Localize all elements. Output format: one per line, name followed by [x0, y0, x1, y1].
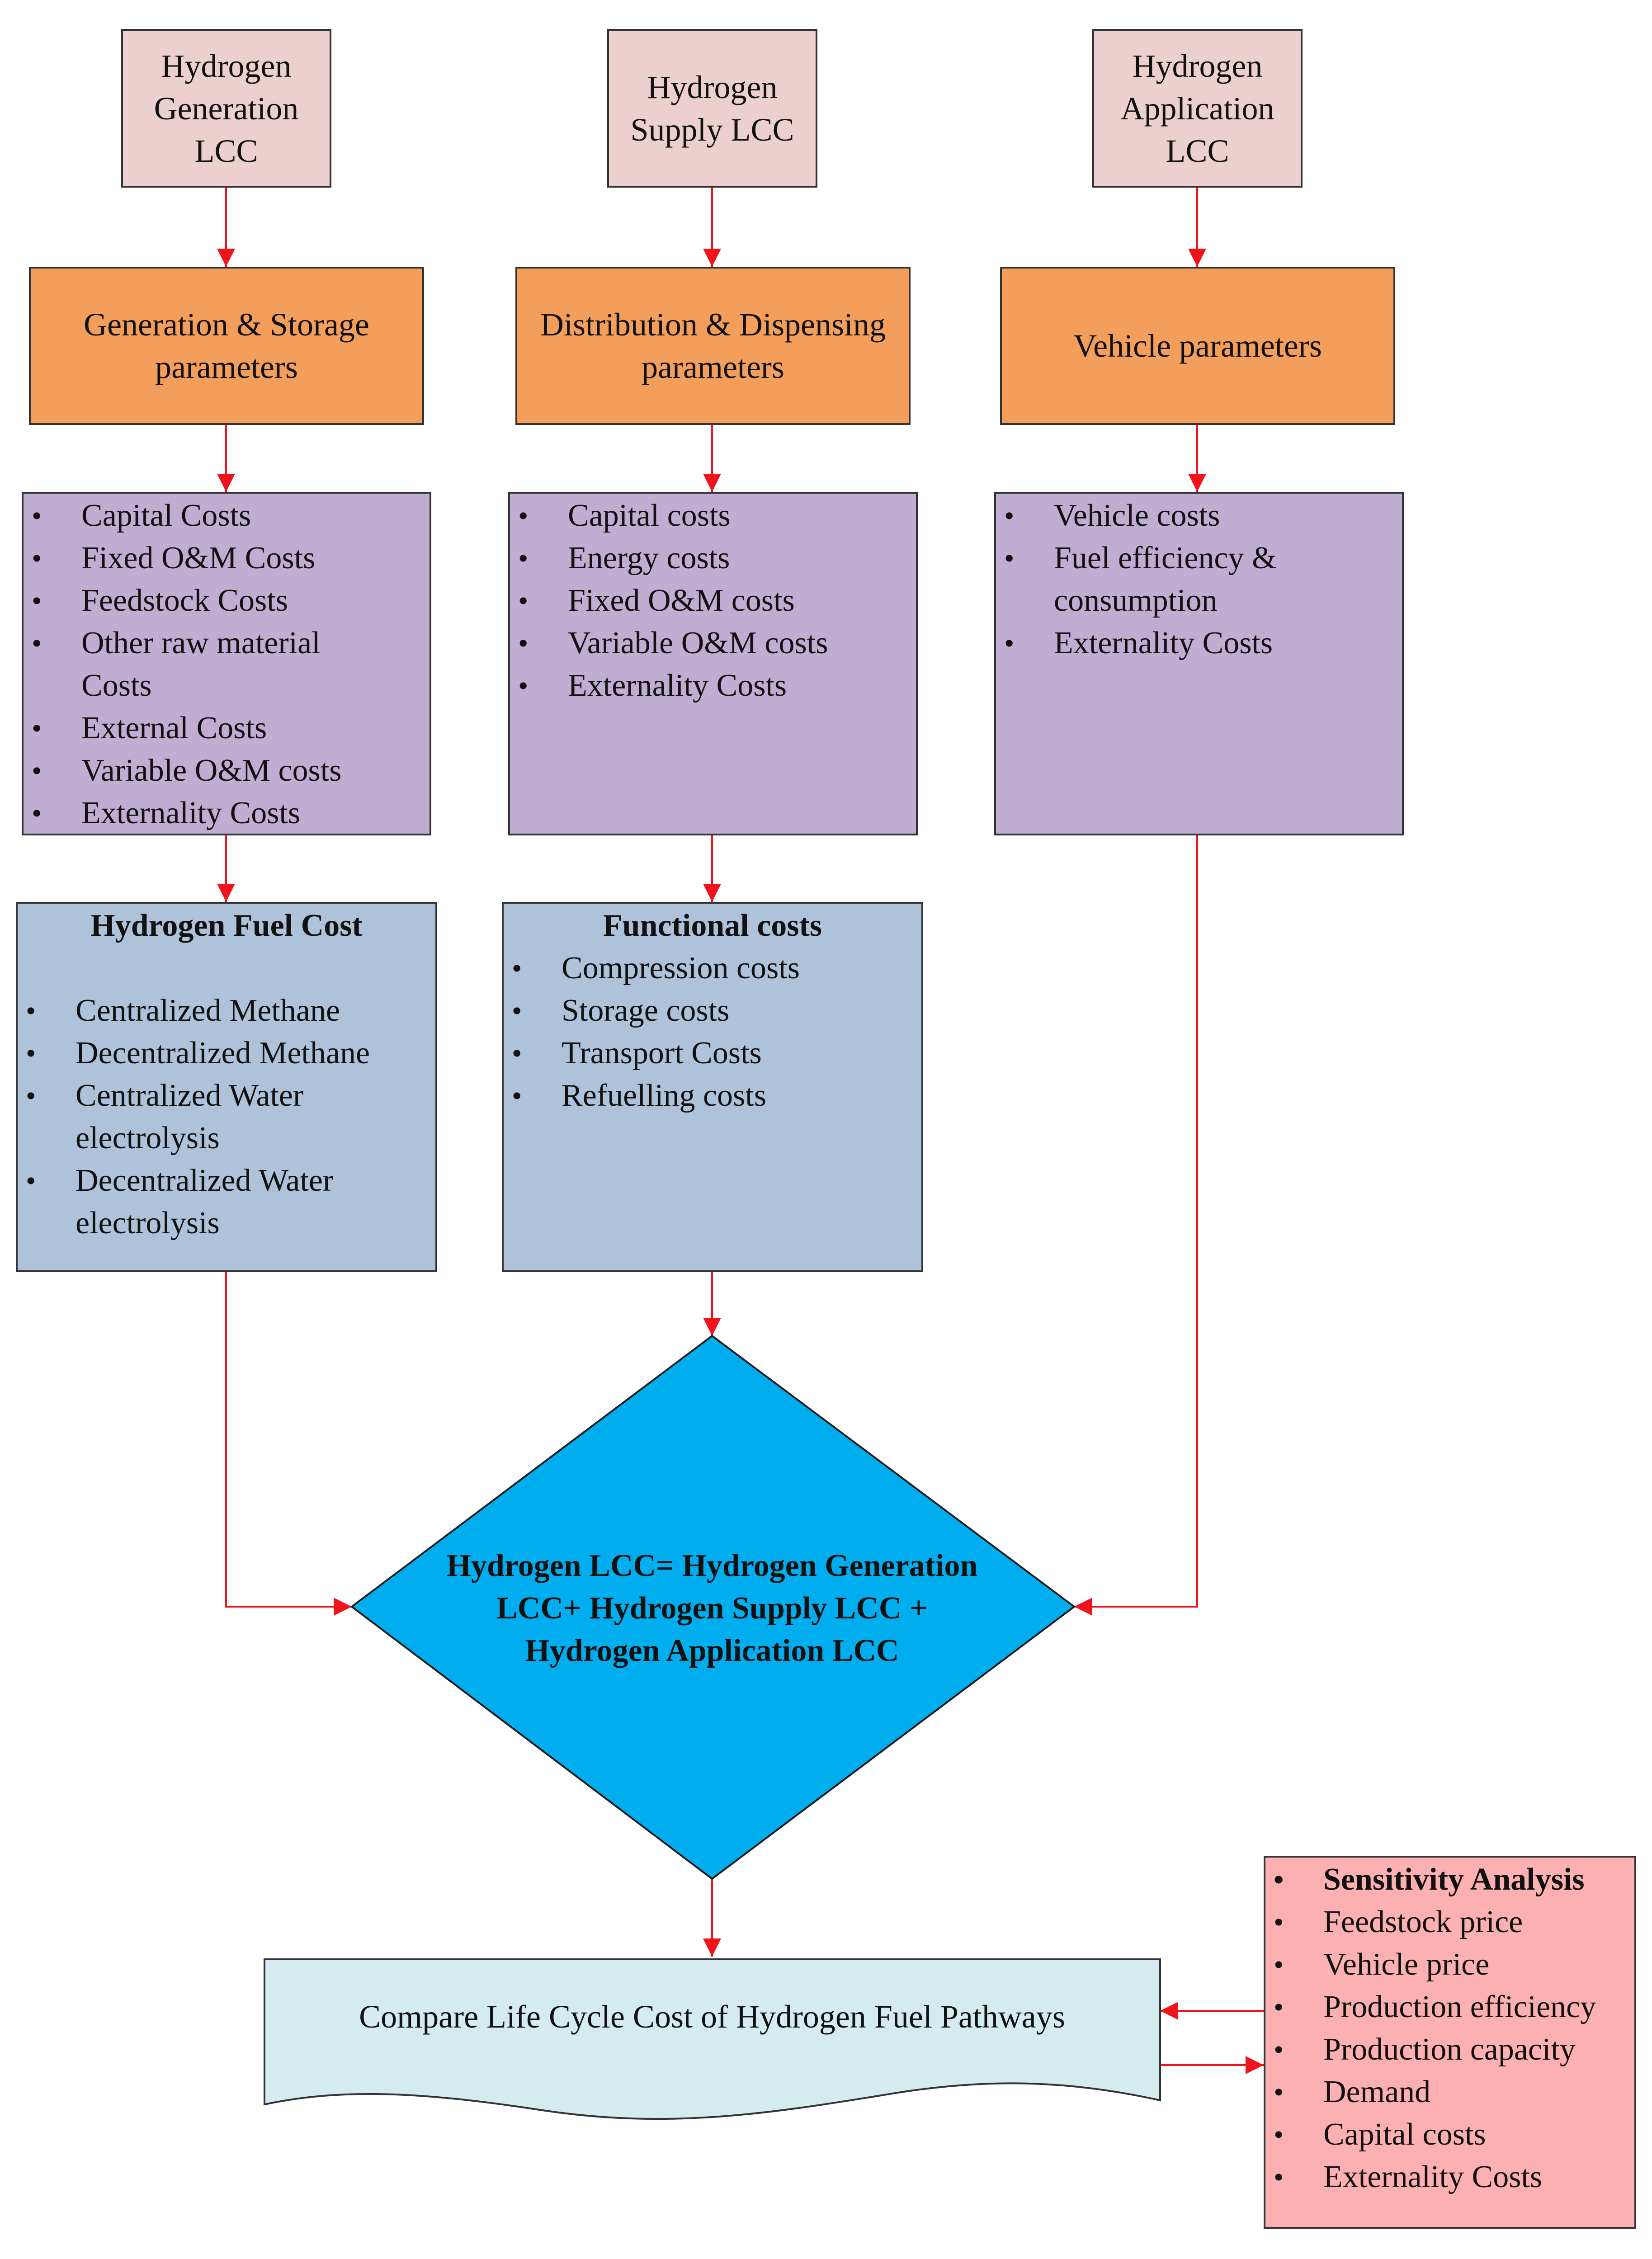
generation-costs-box: Capital Costs Fixed O&M Costs Feedstock …: [22, 492, 431, 835]
lcc-formula-diamond: [350, 1335, 1076, 1880]
list-item: Production capacity: [1265, 2028, 1634, 2071]
formula-line-1: Hydrogen LCC= Hydrogen Generation: [447, 1548, 978, 1583]
functional-costs-title: Functional costs: [603, 908, 822, 943]
list-item: Externality Costs: [24, 792, 430, 835]
list-item: Other raw material Costs: [24, 622, 362, 707]
list-item: Storage costs: [504, 990, 921, 1032]
sensitivity-analysis-box: Sensitivity Analysis Feedstock price Veh…: [1264, 1856, 1636, 2229]
list-item: Vehicle price: [1265, 1943, 1634, 1986]
list-item: Variable O&M costs: [24, 750, 430, 792]
list-item: Refuelling costs: [504, 1075, 921, 1117]
functional-costs-list: Compression costs Storage costs Transpor…: [504, 947, 921, 1117]
list-item: Fixed O&M Costs: [24, 537, 430, 580]
compare-text: Compare Life Cycle Cost of Hydrogen Fuel…: [359, 1999, 1065, 2035]
hydrogen-application-lcc-box: Hydrogen Application LCC: [1092, 29, 1303, 188]
distribution-dispensing-parameters-label: Distribution & Dispensing parameters: [540, 307, 886, 385]
hydrogen-fuel-cost-box: Hydrogen Fuel Cost Centralized Methane D…: [16, 902, 437, 1272]
list-item: Feedstock price: [1265, 1901, 1634, 1943]
generation-storage-parameters-box: Generation & Storage parameters: [29, 267, 424, 425]
vehicle-parameters-box: Vehicle parameters: [1000, 267, 1395, 425]
hydrogen-supply-lcc-label: Hydrogen Supply LCC: [630, 69, 794, 148]
list-item: Capital Costs: [24, 495, 430, 537]
list-item: Decentralized Methane: [18, 1032, 435, 1075]
vehicle-costs-box: Vehicle costs Fuel efficiency & consumpt…: [994, 492, 1404, 835]
list-item: Capital costs: [510, 495, 916, 537]
list-item: Compression costs: [504, 947, 921, 990]
list-item: Externality Costs: [1265, 2156, 1634, 2198]
hydrogen-generation-lcc-box: Hydrogen Generation LCC: [121, 29, 331, 188]
list-item: Externality Costs: [996, 622, 1402, 665]
list-item: Feedstock Costs: [24, 580, 430, 622]
generation-costs-list: Capital Costs Fixed O&M Costs Feedstock …: [24, 495, 430, 835]
list-item: Decentralized Water electrolysis: [18, 1160, 392, 1245]
list-item: Centralized Water electrolysis: [18, 1075, 365, 1160]
list-item: Vehicle costs: [996, 495, 1402, 537]
list-item: Externality Costs: [510, 665, 916, 707]
list-item: Demand: [1265, 2071, 1634, 2113]
list-item: Transport Costs: [504, 1032, 921, 1075]
compare-document-shape: [264, 1958, 1161, 2120]
distribution-dispensing-parameters-box: Distribution & Dispensing parameters: [515, 267, 911, 425]
arrow-vehicle-to-diamond: [1074, 835, 1198, 1616]
hydrogen-fuel-cost-title: Hydrogen Fuel Cost: [90, 908, 363, 943]
generation-storage-parameters-label: Generation & Storage parameters: [84, 307, 369, 385]
hydrogen-fuel-cost-list: Centralized Methane Decentralized Methan…: [18, 990, 435, 1245]
sensitivity-analysis-list: Sensitivity Analysis Feedstock price Veh…: [1265, 1858, 1634, 2198]
functional-costs-box: Functional costs Compression costs Stora…: [502, 902, 923, 1272]
list-item: Capital costs: [1265, 2113, 1634, 2156]
supply-costs-box: Capital costs Energy costs Fixed O&M cos…: [508, 492, 918, 835]
list-item: Energy costs: [510, 537, 916, 580]
supply-costs-list: Capital costs Energy costs Fixed O&M cos…: [510, 495, 916, 707]
arrow-fuel-to-diamond: [225, 1272, 352, 1616]
list-item: Fixed O&M costs: [510, 580, 916, 622]
list-item: External Costs: [24, 707, 430, 750]
hydrogen-generation-lcc-label: Hydrogen Generation LCC: [154, 47, 299, 169]
vehicle-parameters-label: Vehicle parameters: [1073, 328, 1322, 364]
hydrogen-supply-lcc-box: Hydrogen Supply LCC: [607, 29, 817, 188]
vehicle-costs-list: Vehicle costs Fuel efficiency & consumpt…: [996, 495, 1402, 665]
list-item: Fuel efficiency & consumption: [996, 537, 1334, 622]
list-item: Variable O&M costs: [510, 622, 916, 665]
sensitivity-analysis-title: Sensitivity Analysis: [1265, 1858, 1634, 1901]
formula-line-2: LCC+ Hydrogen Supply LCC +: [496, 1591, 928, 1626]
list-item: Production efficiency: [1265, 1986, 1634, 2028]
list-item: Centralized Methane: [18, 990, 435, 1032]
hydrogen-application-lcc-label: Hydrogen Application LCC: [1120, 47, 1274, 169]
formula-line-3: Hydrogen Application LCC: [525, 1633, 899, 1668]
